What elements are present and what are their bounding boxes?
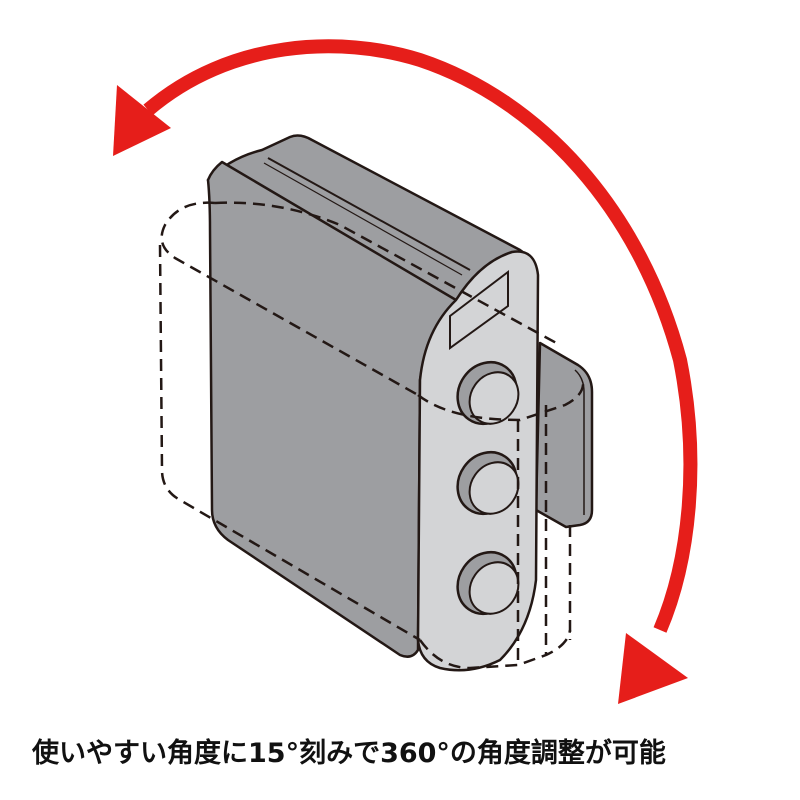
device-body [206, 134, 540, 672]
arrowhead-bottom-icon [618, 633, 688, 704]
label-slot [449, 269, 509, 350]
button-icon-1 [456, 361, 520, 425]
clip-icon [534, 341, 594, 529]
button-icon-2 [456, 451, 520, 515]
product-illustration [113, 39, 698, 704]
button-icon-3 [456, 551, 520, 615]
rotated-outline [158, 201, 585, 670]
rotation-arrow-icon [113, 39, 698, 704]
arrowhead-top-icon [113, 85, 171, 156]
caption: 使いやすい角度に15°刻みで360°の角度調整が可能 [32, 738, 666, 769]
